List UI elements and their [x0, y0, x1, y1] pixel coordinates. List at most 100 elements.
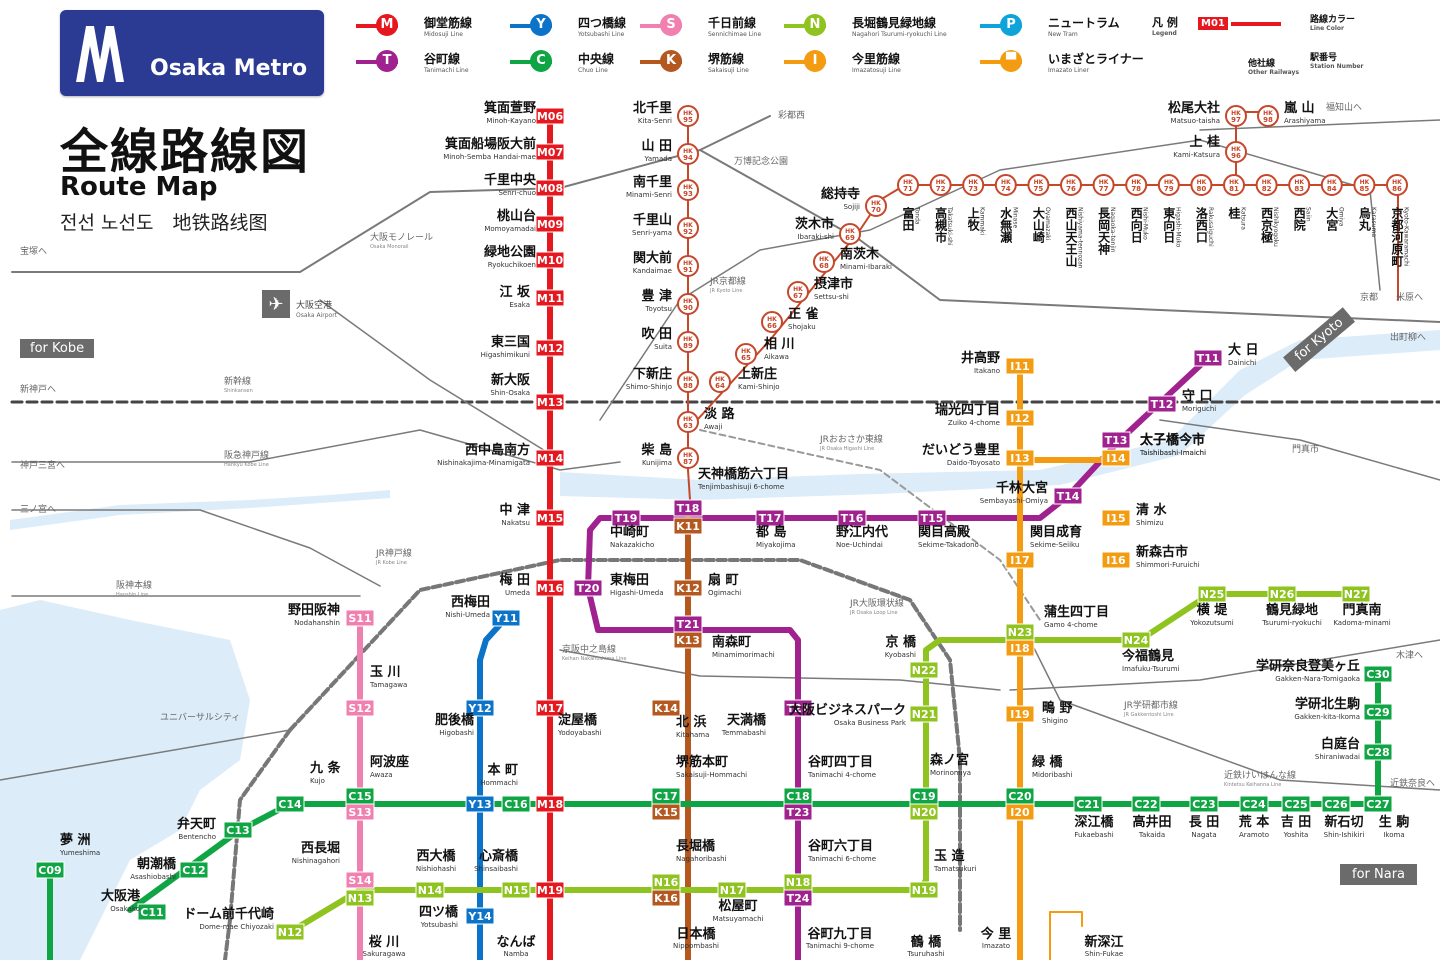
station-n15[interactable]: N15 — [501, 881, 531, 899]
station-y13[interactable]: Y13 — [465, 795, 495, 813]
station-c18[interactable]: C18 — [783, 787, 813, 805]
station-c15[interactable]: C15 — [345, 787, 375, 805]
station-c20[interactable]: C20 — [1005, 787, 1035, 805]
station-n23[interactable]: N23 — [1005, 623, 1035, 641]
station-n16[interactable]: N16 — [651, 873, 681, 891]
station-n20[interactable]: N20 — [909, 803, 939, 821]
station-k13[interactable]: K13 — [673, 631, 703, 649]
station-c17[interactable]: C17 — [651, 787, 681, 805]
station-k11[interactable]: K11 — [673, 517, 703, 535]
